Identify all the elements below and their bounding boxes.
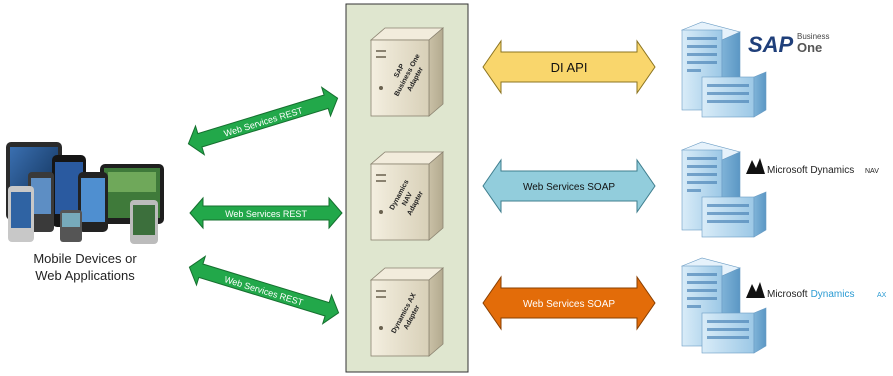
ax-logo-name-b: Dynamics: [811, 289, 855, 300]
rest-arrow-middle: Web Services REST: [189, 196, 343, 230]
nav-logo-name: Microsoft Dynamics: [767, 165, 854, 176]
ax-building-icon: [681, 257, 767, 354]
client-label-line1: Mobile Devices or: [33, 251, 137, 266]
nav-logo-suffix: NAV: [865, 168, 879, 175]
ax-logo-suffix: AX: [877, 292, 887, 299]
soap-ax-label: Web Services SOAP: [523, 299, 615, 310]
dynamics-mark-icon: [746, 158, 765, 174]
soap-arrow-nav: Web Services SOAP: [482, 158, 656, 214]
microsoft-dynamics-nav-logo: Microsoft Dynamics NAV: [746, 158, 879, 176]
rest-arrow-middle-label: Web Services REST: [225, 209, 307, 219]
client-label-line2: Web Applications: [35, 268, 135, 283]
sap-adapter-server: SAP Business One Adapter: [369, 27, 445, 117]
nav-building-icon: [681, 141, 767, 238]
sap-logo-main: SAP: [748, 32, 794, 57]
rest-arrow-top: Web Services REST: [187, 86, 339, 156]
ax-logo-name-a: Microsoft: [767, 289, 808, 300]
sap-building-icon: [681, 21, 767, 118]
mobile-devices-image: [6, 142, 164, 244]
dynamics-ax-mark-icon: [746, 282, 765, 298]
di-api-label: DI API: [551, 60, 588, 75]
soap-arrow-ax: Web Services SOAP: [482, 275, 656, 331]
soap-nav-label: Web Services SOAP: [523, 182, 615, 193]
nav-adapter-server: Dynamics NAV Adapter: [369, 151, 445, 241]
ax-adapter-server: Dynamics AX Adapter: [369, 267, 445, 357]
sap-logo-sub: One: [797, 40, 822, 55]
sap-logo: SAP Business One: [748, 32, 829, 57]
rest-arrow-bottom: Web Services REST: [188, 255, 340, 325]
sap-logo-small: Business: [797, 32, 829, 41]
di-api-arrow: DI API: [482, 39, 656, 95]
